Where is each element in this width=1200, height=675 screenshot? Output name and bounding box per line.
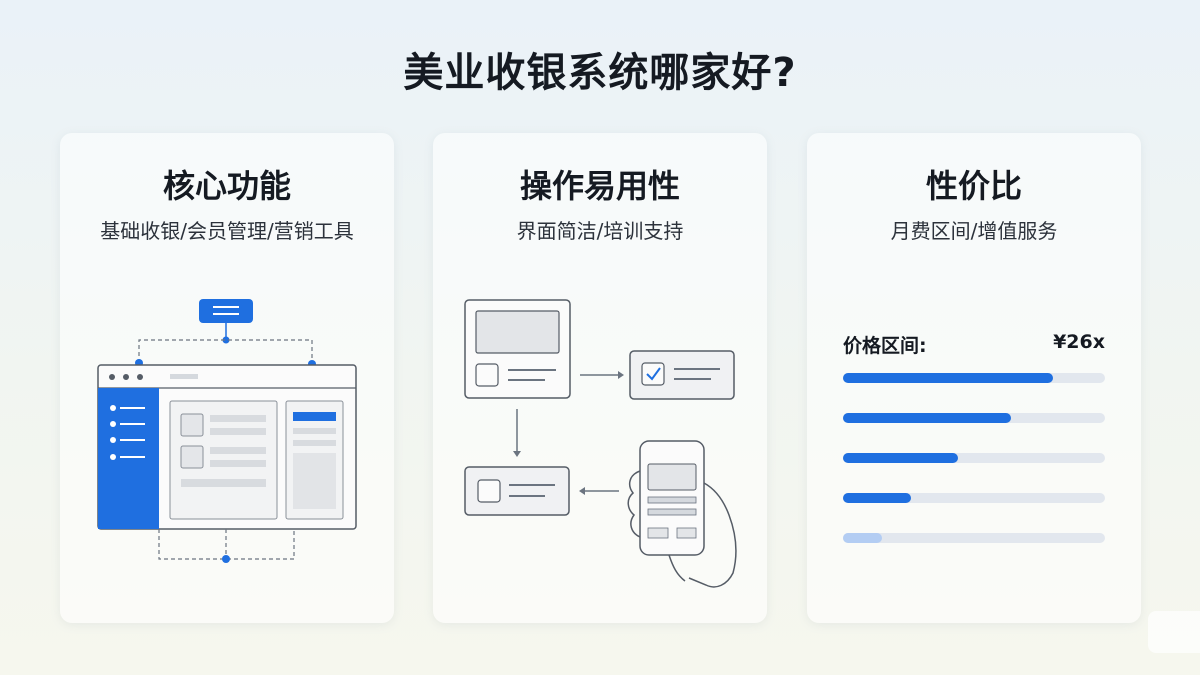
price-bar-fill (843, 493, 911, 503)
price-range-label: 价格区间: (843, 335, 927, 357)
price-bar-fill (843, 533, 882, 543)
price-bar-track (843, 533, 1105, 543)
corner-decoration (1148, 611, 1200, 653)
card-title: 操作易用性 (519, 167, 680, 205)
price-bar-track (843, 453, 1105, 463)
price-bar-fill (843, 413, 1011, 423)
price-bar-fill (843, 373, 1053, 383)
page-title: 美业收银系统哪家好? (403, 50, 797, 96)
price-bar-fill (843, 453, 958, 463)
card-title: 核心功能 (162, 167, 291, 205)
card-subtitle: 月费区间/增值服务 (890, 219, 1058, 243)
price-bar-track (843, 373, 1105, 383)
card-title: 性价比 (925, 167, 1022, 205)
pos-software-window-icon (97, 299, 357, 563)
workflow-mobile-icon (464, 299, 737, 588)
price-bar-track (843, 493, 1105, 503)
price-range-value: ¥26x (1053, 331, 1105, 353)
card-cost-performance: 性价比 月费区间/增值服务 价格区间: ¥26x (807, 133, 1141, 623)
card-subtitle: 基础收银/会员管理/营销工具 (100, 219, 354, 243)
card-core-features: 核心功能 基础收银/会员管理/营销工具 (60, 133, 394, 623)
card-usability: 操作易用性 界面简洁/培训支持 (433, 133, 767, 623)
price-bar-track (843, 413, 1105, 423)
card-subtitle: 界面简洁/培训支持 (516, 219, 684, 243)
